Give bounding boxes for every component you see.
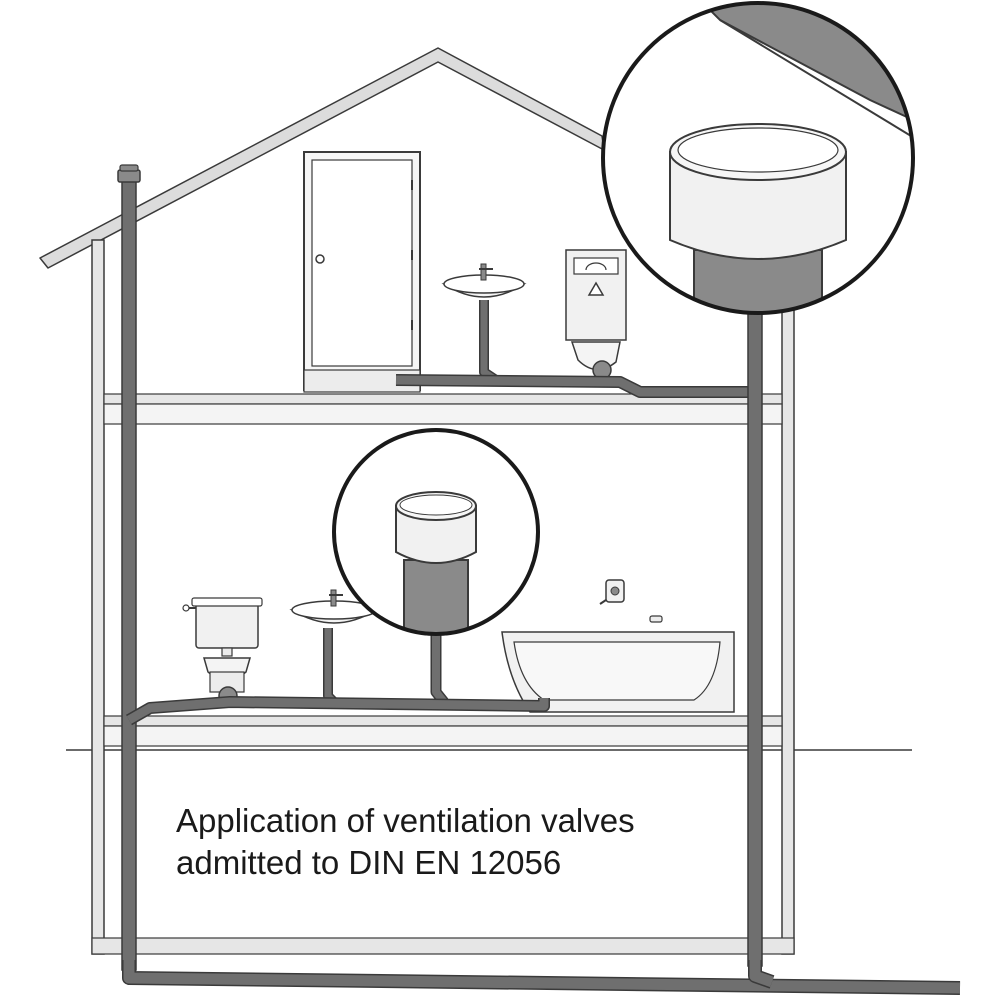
- ventilation-valve-detail-small: [332, 428, 540, 636]
- door: [303, 151, 421, 393]
- upper-drain-pipe: [395, 374, 760, 398]
- lower-toilet: [182, 597, 263, 706]
- lower-sink: [289, 589, 379, 624]
- left-vent-stack: [117, 164, 141, 971]
- upper-sink-drain: [479, 300, 499, 385]
- bath-spout: [649, 615, 663, 623]
- caption-line-2: admitted to DIN EN 12056: [176, 844, 562, 881]
- bathtub: [501, 631, 735, 713]
- lower-drain-pipe: [126, 696, 550, 726]
- basement-collector-pipe: [122, 960, 961, 995]
- mixer-tap: [599, 579, 625, 605]
- lower-sink-drain: [323, 628, 340, 708]
- right-soil-stack: [747, 299, 763, 967]
- left-wall: [91, 239, 105, 955]
- upper-sink: [441, 263, 527, 298]
- ventilation-valve-detail-large: [601, 1, 915, 315]
- basement-slab: [91, 937, 795, 955]
- caption-line-1: Application of ventilation valves: [176, 802, 635, 839]
- upper-floor-slab: [103, 393, 783, 425]
- right-wall: [781, 299, 795, 955]
- ground-floor-slab: [103, 715, 783, 747]
- diagram-caption: Application of ventilation valves admitt…: [176, 800, 736, 884]
- valve-riser-pipe: [430, 620, 449, 706]
- upper-toilet: [565, 249, 627, 380]
